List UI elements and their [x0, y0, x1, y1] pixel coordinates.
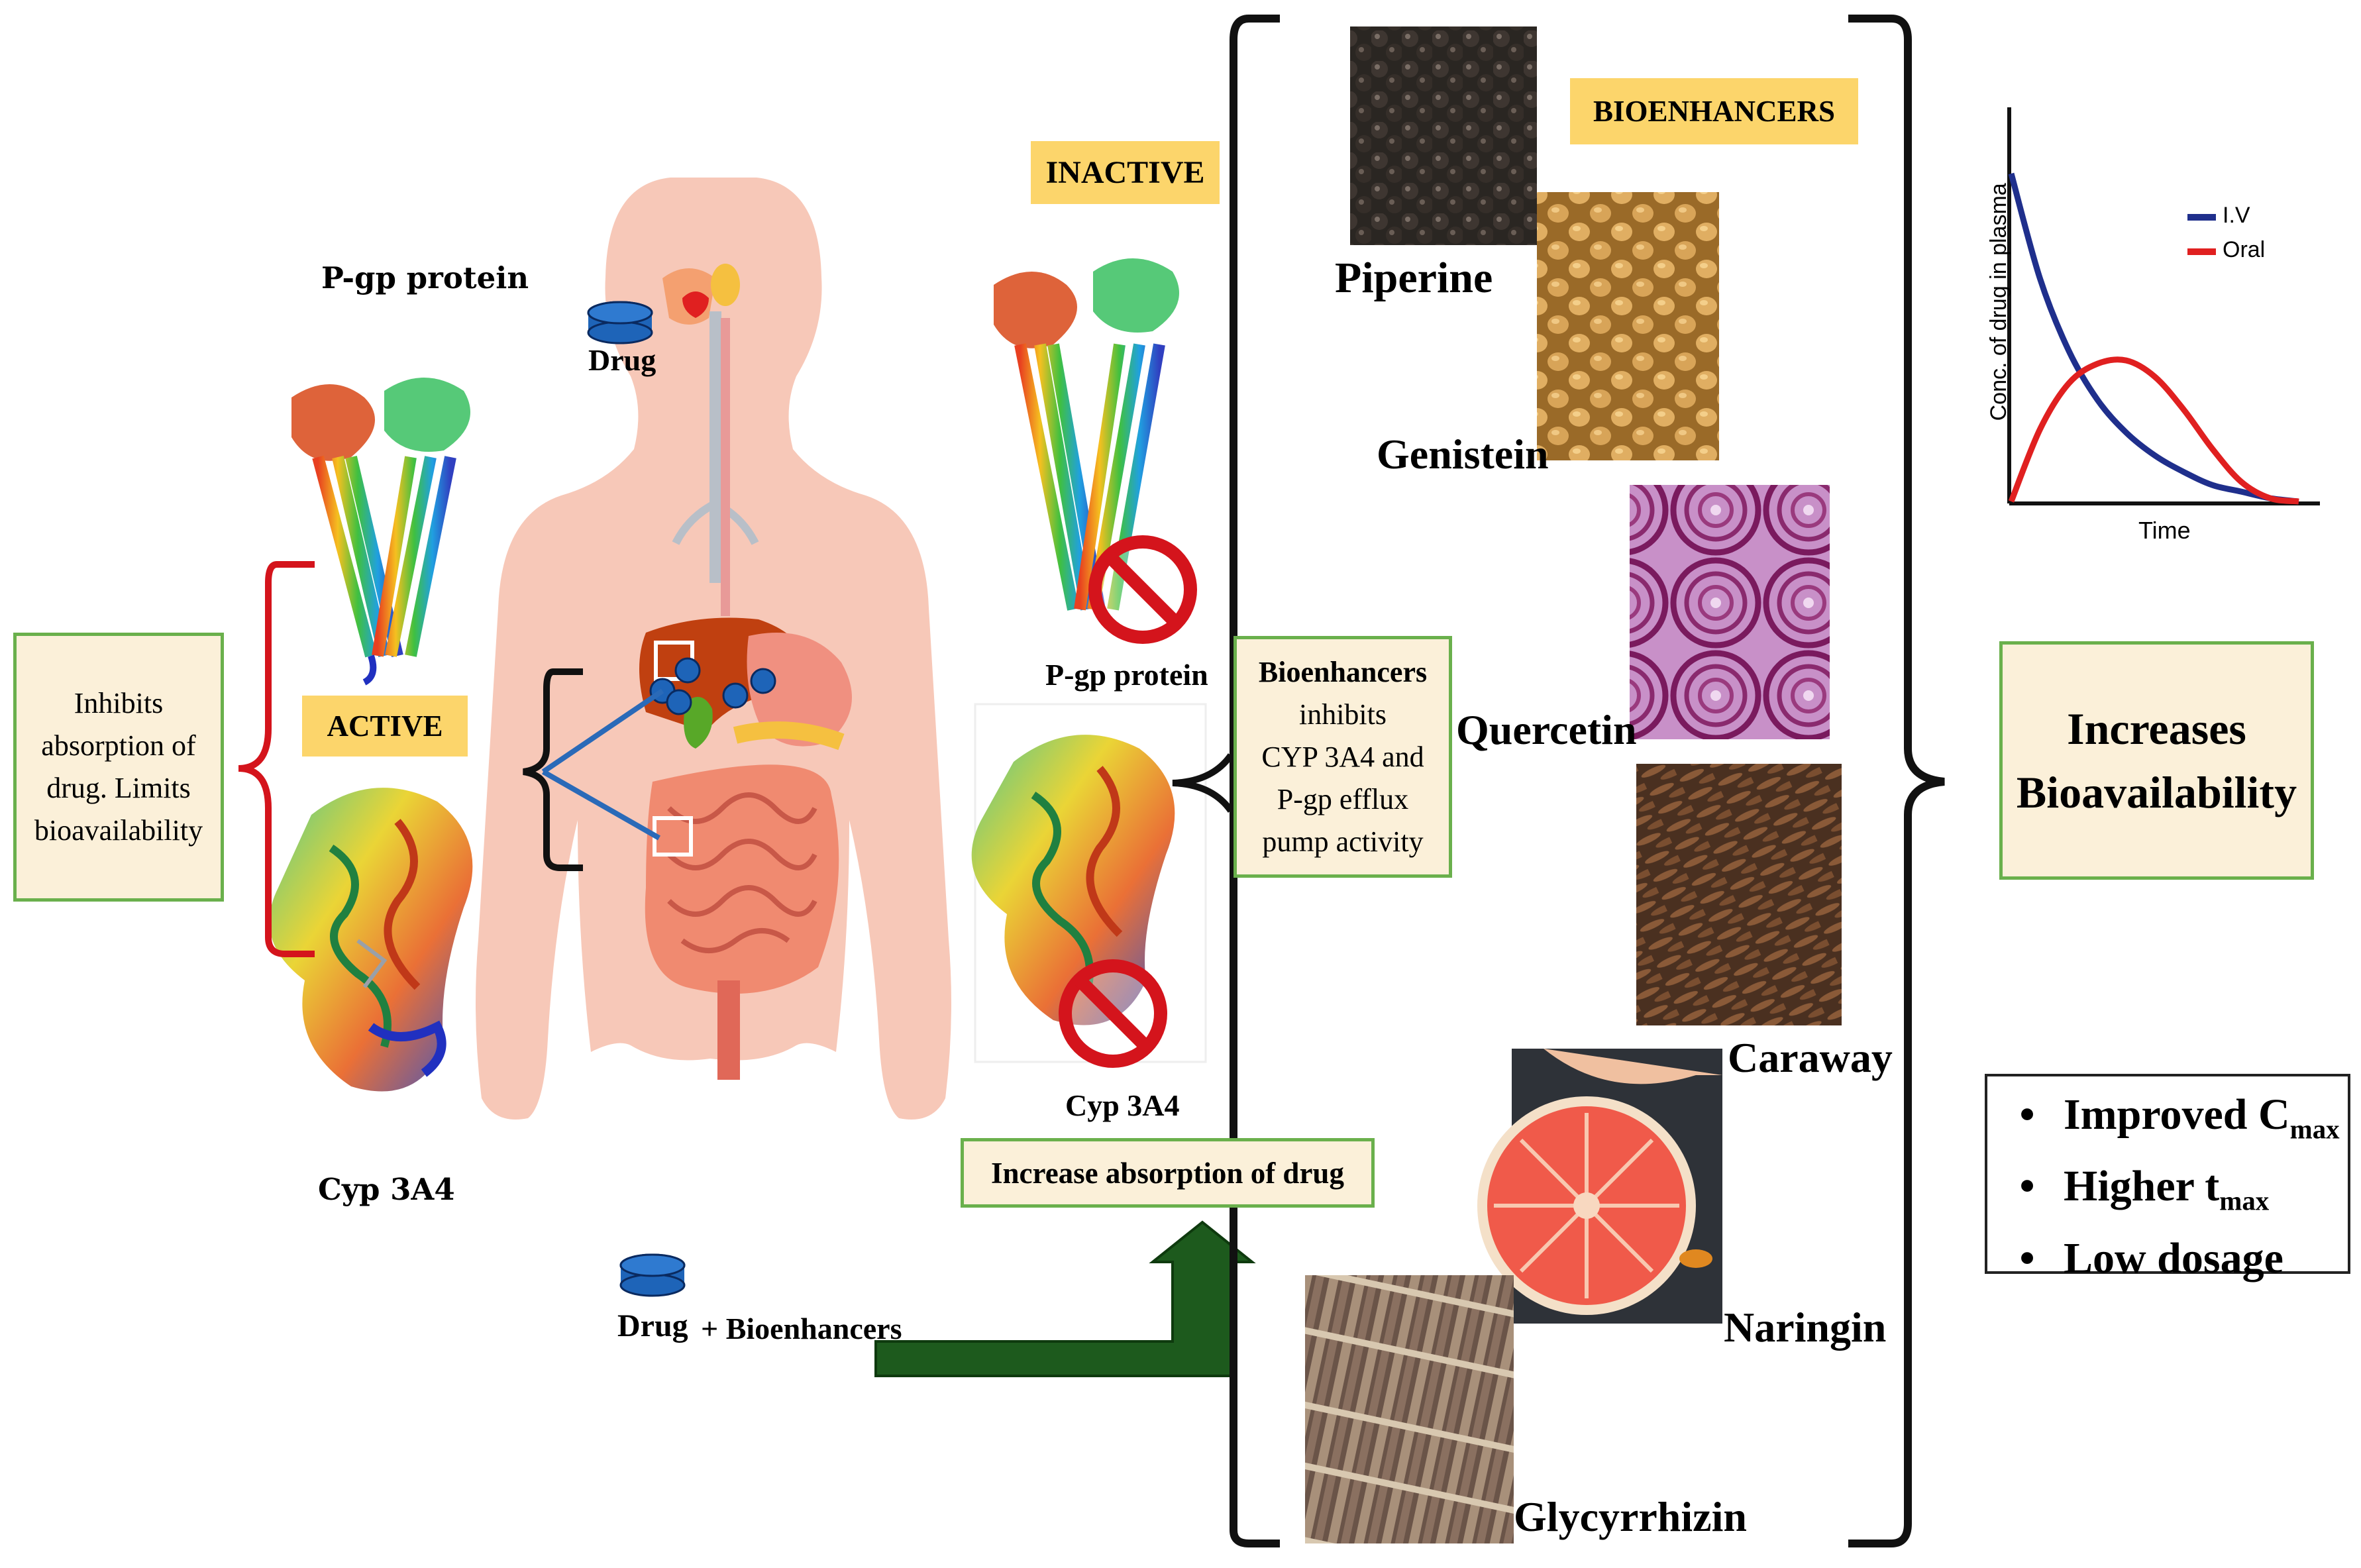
left-pgp-protein-graphic	[291, 378, 470, 686]
inactive-cyp3a4-graphic	[971, 735, 1175, 1025]
prohibit-sign-pgp	[1088, 535, 1197, 644]
chart-xlabel: Time	[2138, 517, 2191, 544]
bioenhancer-inhibits-box: Bioenhancers inhibits CYP 3A4 and P-gp e…	[1233, 636, 1452, 878]
increases-bioavailability-box: Increases Bioavailability	[1999, 641, 2314, 880]
piperine-photo	[1350, 26, 1537, 245]
drug-label-top: Drug	[588, 343, 656, 377]
bioenhancer-box-line-4: P-gp efflux	[1277, 782, 1409, 815]
piperine-label: Piperine	[1335, 254, 1493, 302]
summary-list: •Improved Cmax •Higher tmax •Low dosage	[1991, 1086, 2340, 1287]
glycyrrhizin-label: Glycyrrhizin	[1514, 1493, 1747, 1540]
brace-to-cyp	[1172, 753, 1234, 813]
left-pgp-label: P-gp protein	[321, 260, 529, 295]
inhibit-line-1: Inhibits	[74, 687, 164, 719]
genistein-label: Genistein	[1377, 431, 1549, 478]
green-up-arrow	[874, 1220, 1256, 1377]
quercetin-label: Quercetin	[1456, 706, 1637, 753]
chart-series-iv-line	[2008, 172, 2299, 505]
glycyrrhizin-photo	[1305, 1275, 1514, 1543]
plus-bioenhancers-label: + Bioenhancers	[701, 1312, 902, 1345]
naringin-label: Naringin	[1724, 1304, 1887, 1351]
drug-label-bottom: Drug	[617, 1308, 688, 1343]
inhibit-line-3: drug. Limits	[46, 772, 191, 804]
red-bracket	[238, 561, 315, 957]
inhibit-absorption-box: Inhibits absorption of drug. Limits bioa…	[13, 633, 224, 902]
chart-series-oral-line	[2008, 356, 2299, 505]
drug-pill-bottom	[619, 1253, 686, 1297]
inhibit-line-2: absorption of	[41, 729, 196, 762]
summary-box	[1985, 1074, 2350, 1274]
bioenhancer-box-line-2: inhibits	[1298, 698, 1387, 731]
outcome-line-1: Increases	[2067, 704, 2246, 754]
active-tag: ACTIVE	[302, 696, 468, 757]
outcome-line-2: Bioavailability	[2016, 767, 2297, 817]
liver-pointer-lines	[541, 688, 664, 841]
summary-item-low-dosage: •Low dosage	[2019, 1233, 2283, 1282]
big-right-bracket	[1848, 15, 1945, 1547]
middle-pgp-label: P-gp protein	[1045, 658, 1208, 692]
black-bracket-liver	[523, 668, 583, 871]
human-body-graphic	[476, 178, 951, 1120]
plasma-chart	[2007, 107, 2320, 505]
middle-cyp-label: Cyp 3A4	[1065, 1088, 1180, 1122]
legend-iv-label: I.V	[2223, 203, 2250, 228]
summary-item-cmax: •Improved Cmax	[2019, 1090, 2340, 1145]
prohibit-sign-cyp	[1059, 959, 1167, 1068]
naringin-photo	[1477, 1049, 1722, 1324]
left-cyp3a4-graphic	[269, 788, 473, 1092]
bioenhancer-box-line-1: Bioenhancers	[1258, 655, 1428, 688]
genistein-photo	[1537, 192, 1719, 460]
caraway-photo	[1636, 764, 1842, 1025]
left-cyp-label: Cyp 3A4	[318, 1172, 455, 1207]
quercetin-photo	[1630, 485, 1830, 739]
increase-absorption-box: Increase absorption of drug	[961, 1138, 1375, 1208]
caraway-label: Caraway	[1728, 1034, 1893, 1081]
legend-oral-label: Oral	[2223, 237, 2266, 262]
chart-ylabel: Conc. of drug in plasma	[1986, 183, 2012, 421]
summary-item-tmax: •Higher tmax	[2019, 1162, 2270, 1216]
bioenhancer-box-line-3: CYP 3A4 and	[1261, 740, 1424, 773]
drug-pill-top	[587, 301, 653, 344]
inhibit-line-4: bioavailability	[34, 814, 203, 847]
inactive-tag: INACTIVE	[1031, 141, 1220, 204]
bioenhancer-box-line-5: pump activity	[1262, 825, 1424, 858]
bioenhancers-tag: BIOENHANCERS	[1570, 78, 1858, 144]
